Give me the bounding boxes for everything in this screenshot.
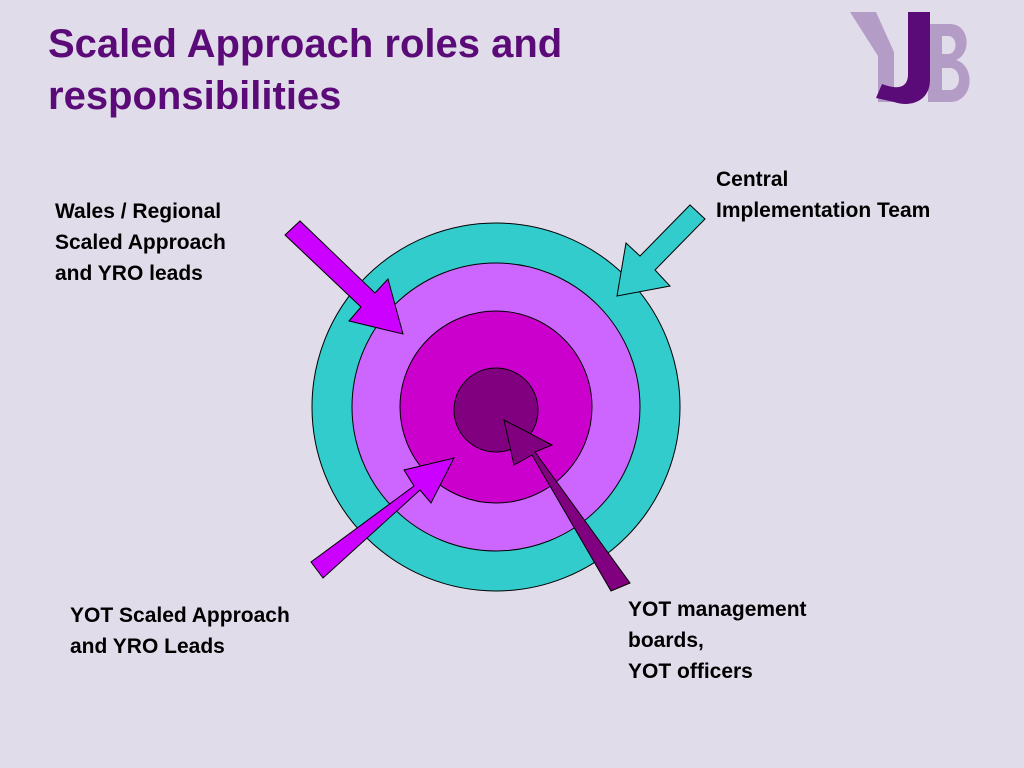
arrow-yot-leads <box>310 457 455 579</box>
logo-letter-j <box>876 12 930 104</box>
slide-title: Scaled Approach roles and responsibiliti… <box>48 22 563 118</box>
label-central-implementation-team: Central Implementation Team <box>716 168 931 222</box>
yjb-logo <box>850 12 970 104</box>
arrow-wales-regional <box>284 220 404 335</box>
label-wales-regional-leads: Wales / Regional Scaled Approach and YRO… <box>55 200 226 285</box>
arrow-yot-boards <box>503 419 631 592</box>
label-yot-scaled-approach-leads: YOT Scaled Approach and YRO Leads <box>70 604 290 658</box>
arrow-central-team <box>616 204 706 297</box>
label-yot-management-boards: YOT management boards, YOT officers <box>628 598 807 683</box>
logo-letter-y <box>850 12 894 102</box>
logo-letter-b <box>928 24 970 102</box>
